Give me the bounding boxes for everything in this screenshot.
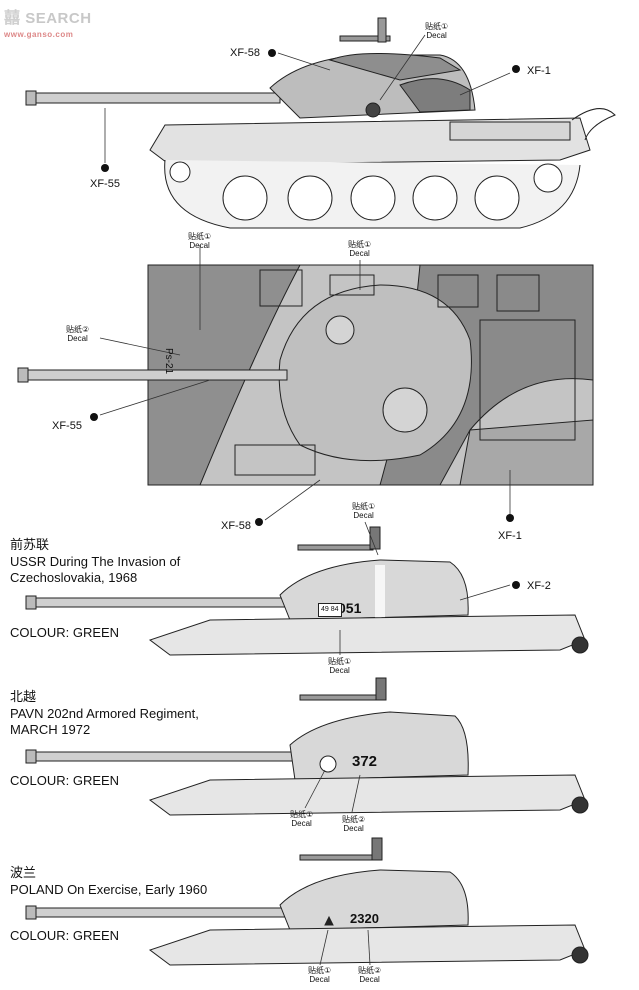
scheme1-leaders	[339, 521, 511, 655]
scheme3-colour: COLOUR: GREEN	[10, 928, 120, 943]
decal-label-side: 贴纸① Decal	[425, 22, 449, 40]
watermark: 囍 SEARCH www.ganso.com	[4, 4, 92, 39]
scheme3-hull-number: 2320	[350, 911, 379, 926]
scheme3-leaders	[319, 929, 371, 966]
scheme1-country: 前苏联	[10, 538, 50, 553]
scheme1-hull-number: 051	[338, 600, 362, 616]
scheme1-plate: 49 84	[318, 603, 342, 617]
label-xf55-top: XF-55	[52, 420, 82, 432]
decal-label-top-1: 贴纸① Decal	[188, 232, 212, 250]
top-view-paint-dots	[90, 413, 514, 526]
scheme1-decal-bottom: 贴纸① Decal	[328, 657, 352, 675]
scheme1-paint-dot	[512, 581, 520, 589]
side-view-paint-dots	[101, 49, 520, 172]
scheme2-tank	[25, 677, 589, 816]
scheme2-unit: PAVN 202nd Armored Regiment,	[10, 706, 199, 721]
label-xf58-top: XF-58	[221, 520, 251, 532]
scheme3-tank	[25, 837, 589, 966]
decal-label-top-3: 贴纸② Decal	[66, 325, 90, 343]
scheme2-text: 北越 PAVN 202nd Armored Regiment, MARCH 19…	[10, 690, 199, 738]
scheme1-decal-top: 贴纸① Decal	[352, 502, 376, 520]
label-xf1-side: XF-1	[527, 65, 551, 77]
top-view-marking: Ps-21	[163, 348, 174, 375]
scheme1-unit: USSR During The Invasion of	[10, 554, 181, 569]
top-view-leaders	[99, 245, 511, 521]
scheme2-leaders	[304, 769, 361, 813]
label-xf1-top: XF-1	[498, 530, 522, 542]
scheme2-hull-number: 372	[352, 753, 378, 770]
scheme3-decal-1: 贴纸① Decal	[308, 966, 332, 984]
label-xf58-side: XF-58	[230, 47, 260, 59]
side-view-leaders	[104, 34, 511, 163]
scheme3-decal-2: 贴纸② Decal	[358, 966, 382, 984]
label-xf55-side: XF-55	[90, 178, 120, 190]
scheme2-country: 北越	[10, 690, 37, 705]
scheme1-colour: COLOUR: GREEN	[10, 625, 120, 640]
scheme3-country: 波兰	[10, 866, 37, 881]
watermark-logo: 囍	[4, 10, 21, 27]
side-view-tank	[25, 17, 616, 229]
label-xf2: XF-2	[527, 580, 551, 592]
scheme3-unit: POLAND On Exercise, Early 1960	[10, 882, 208, 897]
scheme2-decal-1: 贴纸① Decal	[290, 810, 314, 828]
scheme1-unit2: Czechoslovakia, 1968	[10, 570, 138, 585]
scheme2-colour: COLOUR: GREEN	[10, 773, 120, 788]
scheme1-text: 前苏联 USSR During The Invasion of Czechosl…	[10, 538, 180, 586]
decal-label-top-2: 贴纸① Decal	[348, 240, 372, 258]
watermark-domain: www.ganso.com	[4, 30, 74, 39]
scheme3-text: 波兰 POLAND On Exercise, Early 1960	[10, 866, 207, 898]
watermark-brand: SEARCH	[25, 10, 92, 27]
scheme2-unit2: MARCH 1972	[10, 722, 91, 737]
scheme2-decal-2: 贴纸② Decal	[342, 815, 366, 833]
top-view-tank	[17, 264, 594, 486]
